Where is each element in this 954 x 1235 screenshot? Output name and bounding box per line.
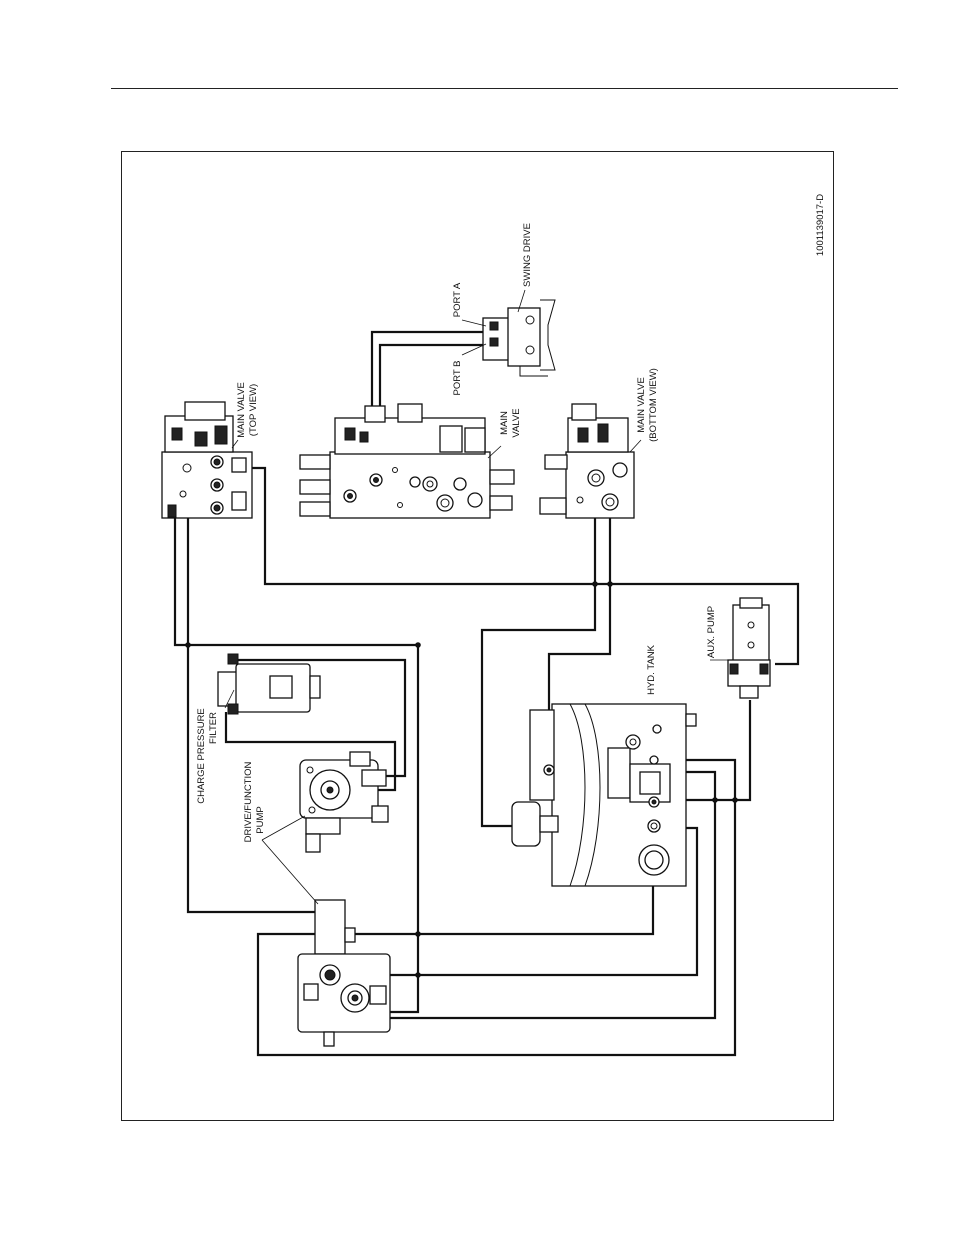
drive-pump-label-1: DRIVE/FUNCTION bbox=[243, 761, 254, 842]
swing-drive bbox=[483, 300, 555, 376]
main-valve-bottom-label-2: (BOTTOM VIEW) bbox=[648, 368, 659, 442]
main-valve-label-1: MAIN bbox=[499, 411, 510, 435]
drive-function-pump bbox=[300, 752, 388, 852]
main-valve-label-2: VALVE bbox=[511, 408, 522, 437]
main-valve-bottom-view bbox=[540, 404, 634, 518]
charge-filter-label-1: CHARGE PRESSURE bbox=[196, 708, 207, 804]
charge-filter-label-2: FILTER bbox=[208, 712, 219, 744]
hyd-tank-label: HYD. TANK bbox=[646, 644, 657, 694]
main-valve-top-label-1: MAIN VALVE bbox=[236, 382, 247, 438]
port-b-label: PORT B bbox=[452, 360, 463, 395]
main-valve-bottom-label-1: MAIN VALVE bbox=[636, 377, 647, 433]
main-valve-top-label-2: (TOP VIEW) bbox=[248, 384, 259, 436]
aux-pump-label: AUX. PUMP bbox=[706, 606, 717, 658]
drive-function-pump-lower bbox=[298, 900, 390, 1046]
aux-pump bbox=[728, 598, 770, 698]
figure-id-label: 1001139017-D bbox=[815, 194, 826, 256]
port-a-label: PORT A bbox=[452, 282, 463, 317]
hydraulic-tank bbox=[512, 704, 696, 886]
charge-pressure-filter bbox=[218, 654, 320, 714]
main-valve bbox=[300, 404, 514, 518]
drive-pump-label-2: PUMP bbox=[255, 806, 266, 833]
swing-drive-label: SWING DRIVE bbox=[522, 223, 533, 287]
